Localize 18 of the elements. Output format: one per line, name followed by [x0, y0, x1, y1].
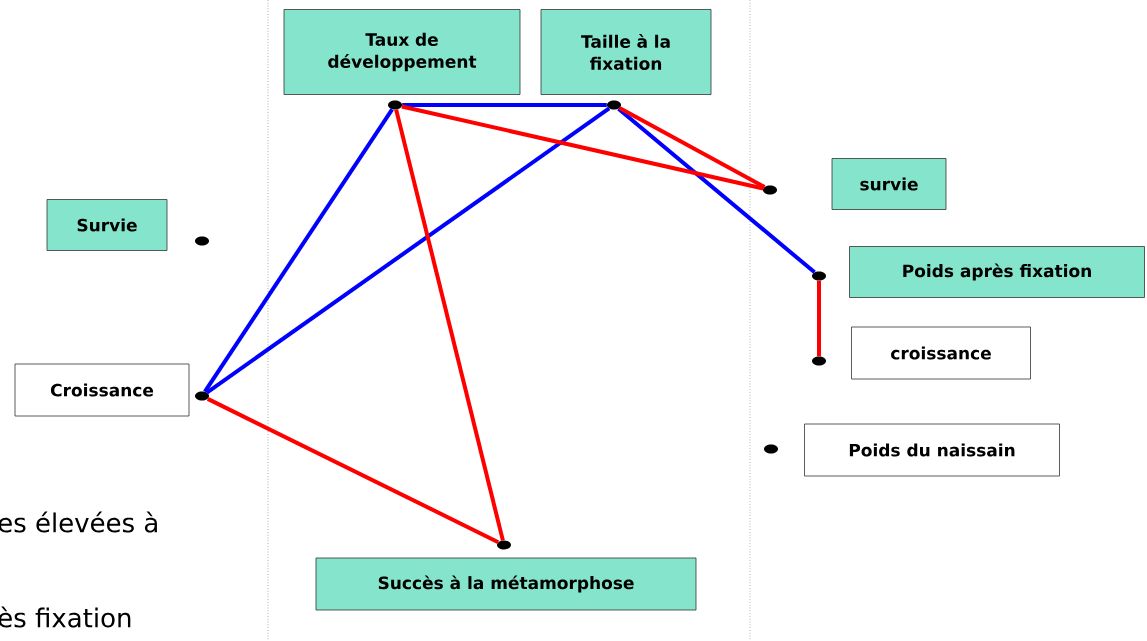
label-box: Poids du naissain	[804, 423, 1060, 477]
label-box: Poids après fixation	[849, 246, 1145, 298]
connector-line	[401, 104, 764, 191]
connector-line	[618, 106, 766, 189]
connector-line	[394, 109, 505, 541]
label-box: croissance	[851, 326, 1031, 380]
label-box: Taille à la fixation	[540, 9, 712, 95]
label-box: Survie	[46, 199, 168, 251]
label-box: survie	[831, 158, 947, 210]
label-box: Croissance	[14, 363, 190, 417]
label-box: Taux de développement	[283, 9, 521, 95]
connector-line	[617, 107, 816, 274]
connector-line	[203, 108, 394, 393]
connector-line	[205, 106, 611, 395]
label-box: Succès à la métamorphose	[315, 557, 697, 611]
connector-line	[817, 280, 821, 357]
connector-line	[402, 103, 607, 107]
connector-line	[206, 397, 500, 544]
